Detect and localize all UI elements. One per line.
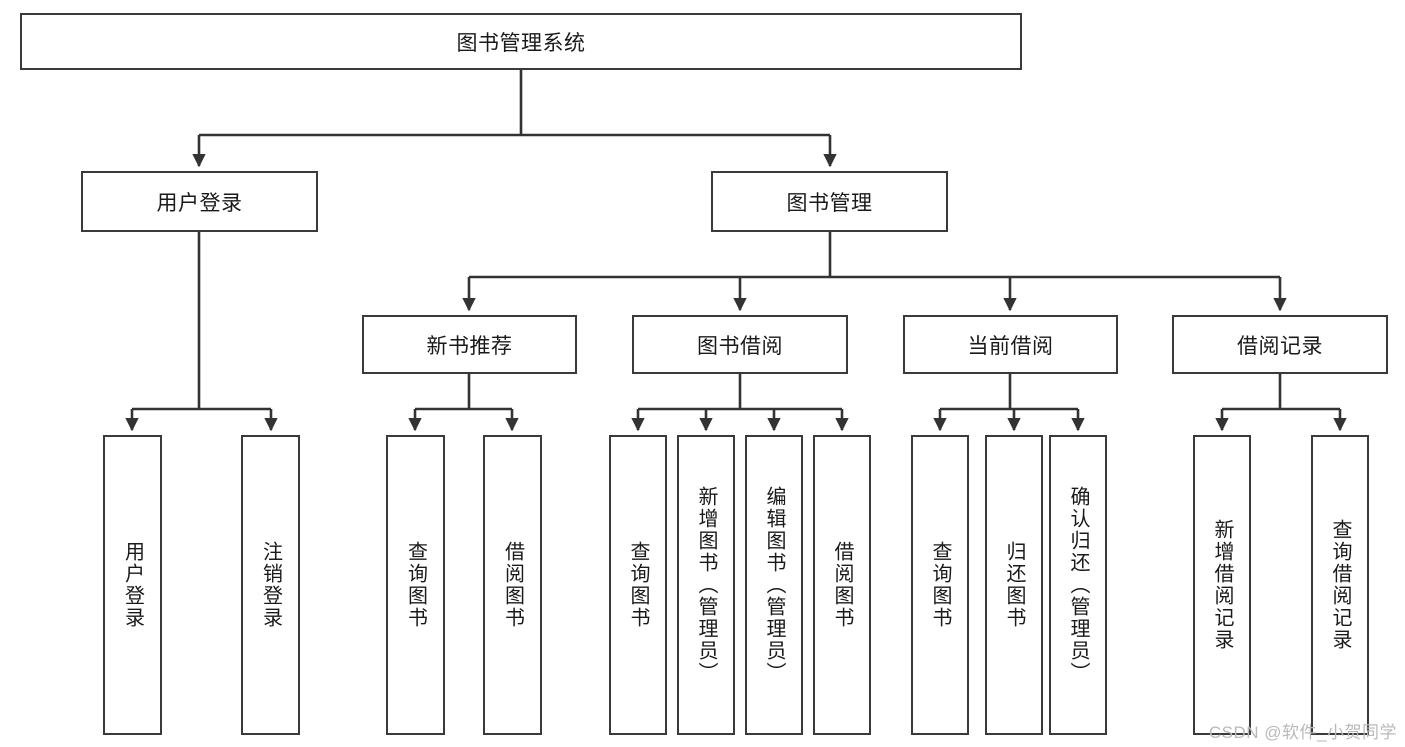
node-leaf-logout[interactable]: 注销登录 xyxy=(241,435,300,735)
node-book-borrow[interactable]: 图书借阅 xyxy=(632,315,848,374)
node-current-borrow[interactable]: 当前借阅 xyxy=(903,315,1118,374)
node-leaf-return-book-label: 归还图书 xyxy=(1003,541,1025,629)
node-book-borrow-label: 图书借阅 xyxy=(697,334,783,358)
node-leaf-user-login-label: 用户登录 xyxy=(121,541,144,629)
node-root-label: 图书管理系统 xyxy=(456,31,586,55)
node-root-system[interactable]: 图书管理系统 xyxy=(20,13,1022,70)
node-leaf-edit-book[interactable]: 编辑图书（管理员） xyxy=(745,435,803,735)
node-leaf-add-record[interactable]: 新增借阅记录 xyxy=(1193,435,1251,735)
node-new-book-recommend[interactable]: 新书推荐 xyxy=(362,315,577,374)
node-user-login[interactable]: 用户登录 xyxy=(81,171,318,232)
node-borrow-record-label: 借阅记录 xyxy=(1237,334,1323,358)
node-borrow-record[interactable]: 借阅记录 xyxy=(1172,315,1388,374)
node-book-manage[interactable]: 图书管理 xyxy=(711,171,948,232)
node-leaf-query-book-cur[interactable]: 查询图书 xyxy=(911,435,969,735)
node-leaf-query-book-rec-label: 查询图书 xyxy=(404,541,427,629)
node-leaf-query-record-label: 查询借阅记录 xyxy=(1329,519,1351,651)
node-current-borrow-label: 当前借阅 xyxy=(967,334,1054,358)
node-new-book-recommend-label: 新书推荐 xyxy=(426,334,513,358)
node-leaf-add-book-label: 新增图书（管理员） xyxy=(695,486,717,684)
node-leaf-user-login[interactable]: 用户登录 xyxy=(103,435,162,735)
node-leaf-query-book-bor[interactable]: 查询图书 xyxy=(609,435,667,735)
node-book-manage-label: 图书管理 xyxy=(786,191,873,215)
node-leaf-query-record[interactable]: 查询借阅记录 xyxy=(1311,435,1369,735)
node-leaf-add-book[interactable]: 新增图书（管理员） xyxy=(677,435,735,735)
node-leaf-borrow-book-bor-label: 借阅图书 xyxy=(831,541,853,629)
node-leaf-query-book-rec[interactable]: 查询图书 xyxy=(386,435,445,735)
node-user-login-label: 用户登录 xyxy=(156,191,243,215)
node-leaf-confirm-return-label: 确认归还（管理员） xyxy=(1067,486,1089,684)
node-leaf-query-book-cur-label: 查询图书 xyxy=(929,541,951,629)
node-leaf-logout-label: 注销登录 xyxy=(259,541,282,629)
node-leaf-borrow-book-rec-label: 借阅图书 xyxy=(501,541,524,629)
node-leaf-confirm-return[interactable]: 确认归还（管理员） xyxy=(1049,435,1107,735)
node-leaf-borrow-book-bor[interactable]: 借阅图书 xyxy=(813,435,871,735)
node-leaf-query-book-bor-label: 查询图书 xyxy=(627,541,649,629)
node-leaf-return-book[interactable]: 归还图书 xyxy=(985,435,1043,735)
node-leaf-edit-book-label: 编辑图书（管理员） xyxy=(763,486,785,684)
node-leaf-add-record-label: 新增借阅记录 xyxy=(1211,519,1233,651)
node-leaf-borrow-book-rec[interactable]: 借阅图书 xyxy=(483,435,542,735)
